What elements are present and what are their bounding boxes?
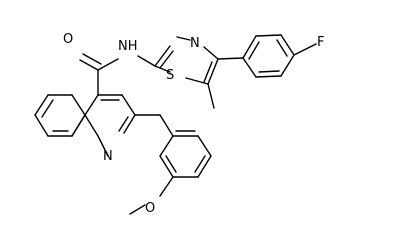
thiazole-ring [154, 36, 219, 85]
molecule-structure: O NH N S N F O [34, 32, 324, 216]
methoxy-oxygen-label: O [145, 201, 155, 216]
methoxyphenyl-ring [129, 114, 212, 215]
methyl-group [207, 83, 215, 109]
thiazole-nitrogen-label: N [190, 36, 200, 51]
thiazole-sulfur-label: S [166, 68, 174, 83]
quinoline-nitrogen-label: N [103, 149, 113, 164]
carboxamide-group [79, 53, 156, 96]
fluorophenyl-ring [217, 34, 317, 78]
amide-oxygen-label: O [63, 32, 73, 47]
amide-nitrogen-label: NH [118, 39, 138, 54]
quinoline-ring [34, 94, 136, 157]
fluorine-label: F [317, 35, 324, 50]
